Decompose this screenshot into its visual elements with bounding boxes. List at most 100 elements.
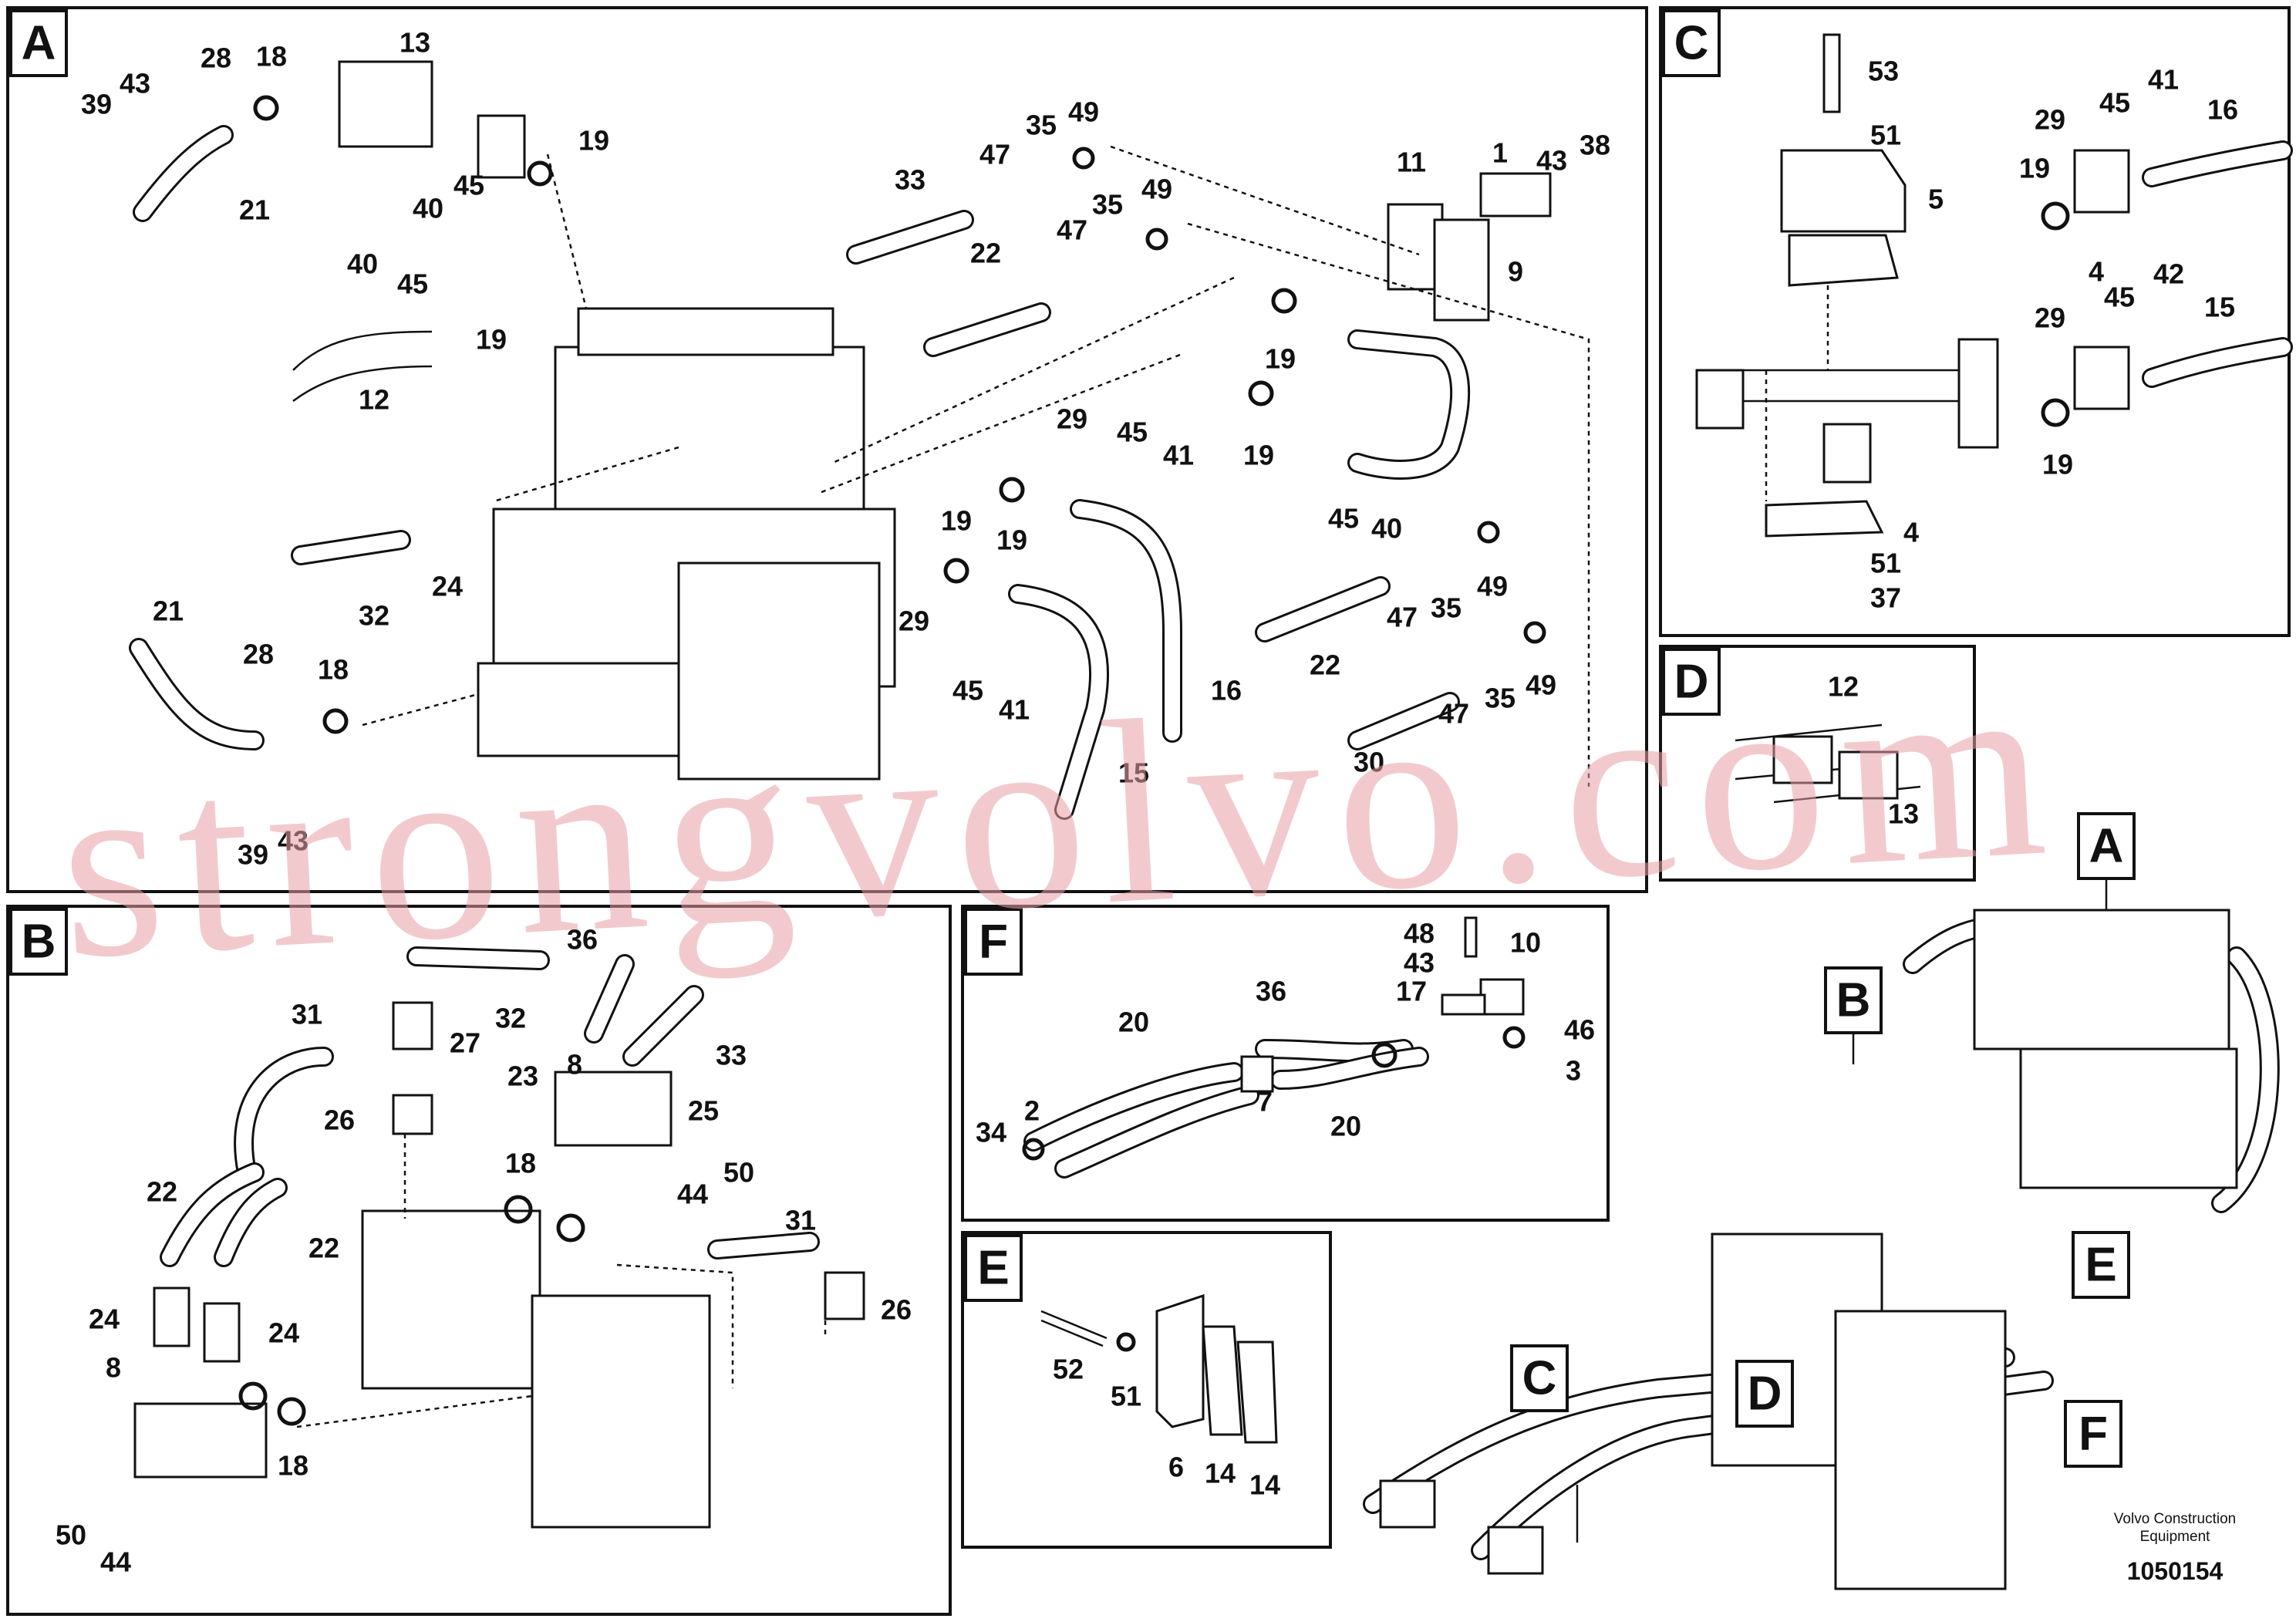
callout: 49 [1141, 174, 1172, 205]
callout: 7 [1257, 1086, 1273, 1118]
callout: 31 [785, 1205, 816, 1236]
panel-d-label: D [1662, 648, 1721, 716]
svg-text:F: F [2079, 1408, 2108, 1461]
overview-label-e: E [2072, 1231, 2130, 1299]
panel-d-callouts: 12 13 [1828, 671, 1919, 830]
callout: 39 [81, 89, 112, 120]
control-valve-assembly [477, 307, 896, 781]
callout: 37 [1870, 582, 1901, 614]
callout: 4 [2089, 256, 2104, 288]
callout: 45 [453, 170, 484, 201]
callout: 41 [999, 694, 1030, 726]
callout: 17 [1396, 976, 1427, 1007]
svg-text:A: A [2089, 820, 2124, 873]
callout: 42 [2153, 258, 2184, 290]
callout: 20 [1118, 1007, 1149, 1038]
svg-text:B: B [22, 916, 56, 969]
overview-label-a: A [2077, 812, 2136, 880]
callout: 35 [1026, 110, 1057, 141]
callout: 13 [400, 27, 430, 59]
callout: 19 [996, 524, 1027, 556]
panel-d: D 12 13 [1659, 645, 1976, 882]
callout: 43 [278, 825, 308, 857]
callout: 45 [2104, 282, 2135, 313]
callout: 47 [1387, 602, 1418, 633]
callout: 39 [238, 839, 268, 871]
panel-b: B 8 8 18 18 22 22 [6, 905, 952, 1616]
callout: 51 [1111, 1381, 1141, 1412]
callout: 49 [1477, 571, 1508, 602]
callout: 29 [2035, 302, 2065, 334]
callout: 41 [2148, 64, 2179, 96]
callout: 21 [153, 595, 184, 627]
callout: 16 [2207, 94, 2238, 126]
svg-text:E: E [977, 1242, 1009, 1295]
panel-e-label: E [964, 1234, 1023, 1302]
callout: 6 [1168, 1452, 1184, 1483]
callout: 22 [970, 238, 1001, 269]
callout: 50 [723, 1157, 754, 1189]
svg-text:F: F [979, 916, 1008, 969]
callout: 40 [1371, 513, 1402, 545]
callout: 33 [895, 164, 925, 196]
brand-line-1: Volvo Construction [2114, 1511, 2236, 1527]
callout: 40 [413, 193, 443, 224]
callout: 22 [1310, 649, 1340, 681]
callout: 19 [2042, 449, 2073, 481]
callout: 45 [397, 268, 428, 300]
callout: 35 [1431, 592, 1462, 624]
callout: 13 [1888, 798, 1919, 830]
callout: 30 [1354, 747, 1384, 778]
callout: 47 [979, 139, 1010, 170]
brand-block: Volvo Construction Equipment 1050154 [2114, 1511, 2236, 1585]
callout: 28 [243, 639, 274, 670]
svg-text:A: A [22, 17, 56, 70]
overview-label-f: F [2064, 1400, 2122, 1468]
callout: 19 [1243, 440, 1274, 471]
callout: 2 [1024, 1095, 1040, 1127]
callout: 8 [106, 1352, 121, 1384]
callout: 25 [688, 1095, 719, 1127]
callout: 47 [1057, 214, 1087, 246]
svg-text:B: B [1836, 974, 1871, 1027]
panel-f-callouts: 2 3 7 10 17 20 20 34 36 43 46 48 [976, 918, 1595, 1148]
callout: 45 [1117, 416, 1148, 448]
callout: 45 [1328, 503, 1359, 534]
callout: 49 [1526, 669, 1556, 701]
callout: 12 [359, 384, 389, 416]
callout: 36 [1256, 976, 1286, 1007]
callout: 29 [1057, 403, 1087, 435]
overview-label-c: C [1510, 1344, 1569, 1412]
callout: 10 [1510, 927, 1541, 959]
callout: 44 [100, 1546, 131, 1578]
callout: 32 [495, 1003, 526, 1034]
panel-c-label: C [1662, 9, 1721, 77]
svg-text:C: C [1522, 1352, 1557, 1405]
callout: 46 [1564, 1014, 1595, 1046]
callout: 18 [278, 1450, 308, 1482]
callout: 21 [239, 194, 270, 226]
callout: 43 [120, 68, 150, 99]
callout: 38 [1580, 130, 1610, 161]
callout: 15 [2204, 292, 2235, 323]
panel-e: E 6 14 14 51 52 [961, 1231, 1332, 1549]
svg-text:E: E [2085, 1239, 2116, 1292]
callout: 18 [318, 654, 349, 686]
callout: 44 [677, 1179, 708, 1210]
panel-b-callouts: 8 8 18 18 22 22 23 24 24 25 26 26 27 31 … [56, 924, 912, 1578]
callout: 16 [1211, 675, 1242, 706]
callout: 19 [476, 324, 507, 356]
overview-label-d: D [1735, 1360, 1794, 1428]
callout: 29 [899, 605, 929, 637]
callout: 22 [308, 1233, 339, 1264]
callout: 22 [147, 1176, 177, 1208]
callout: 52 [1053, 1354, 1084, 1385]
callout: 45 [2099, 87, 2130, 119]
excavator-overview: A B C D E F [1363, 812, 2280, 1590]
callout: 31 [292, 999, 322, 1030]
callout: 12 [1828, 671, 1859, 703]
callout: 4 [1903, 517, 1919, 548]
callout: 1 [1492, 137, 1508, 169]
callout: 50 [56, 1519, 86, 1551]
